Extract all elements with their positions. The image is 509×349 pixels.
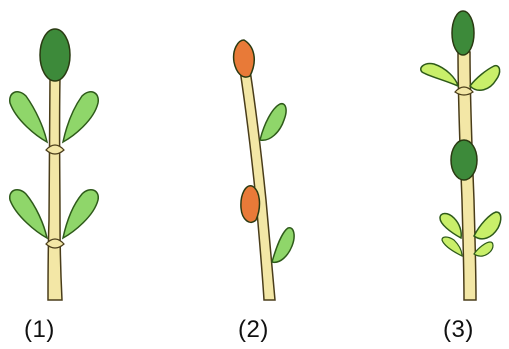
twig-3-leaf-upper-right xyxy=(470,66,500,91)
twig-1-node-upper xyxy=(46,145,64,154)
twig-2-leaf-right-upper xyxy=(260,104,286,141)
twig-3-leaf-lower-left xyxy=(440,214,461,239)
twig-1-leaf-upper-right xyxy=(63,92,98,142)
twig-1-leaf-upper-left xyxy=(10,92,47,142)
twig-2-leaf-right-lower xyxy=(272,228,294,263)
twig-3-leaf-lower-right xyxy=(474,212,501,239)
label-2: (2) xyxy=(238,316,269,344)
twig-3-leaf-base-right xyxy=(474,242,493,256)
twig-3-terminal-bud xyxy=(452,11,474,55)
twig-2-lateral-bud xyxy=(241,186,260,223)
twig-1-stem xyxy=(48,78,62,300)
twig-3-leaf-upper-left xyxy=(421,64,458,86)
twig-3-leaf-base-left xyxy=(442,237,462,256)
twig-1 xyxy=(10,29,99,300)
twig-2 xyxy=(234,40,294,300)
label-3: (3) xyxy=(443,316,474,344)
twig-3-mid-bud xyxy=(451,140,477,180)
label-1: (1) xyxy=(24,316,55,344)
twig-1-leaf-lower-right xyxy=(63,190,98,238)
twig-2-stem xyxy=(240,70,275,300)
twig-1-terminal-bud xyxy=(40,29,70,81)
twig-2-terminal-bud xyxy=(234,40,255,77)
twig-3 xyxy=(421,11,501,300)
twig-1-leaf-lower-left xyxy=(10,190,47,238)
